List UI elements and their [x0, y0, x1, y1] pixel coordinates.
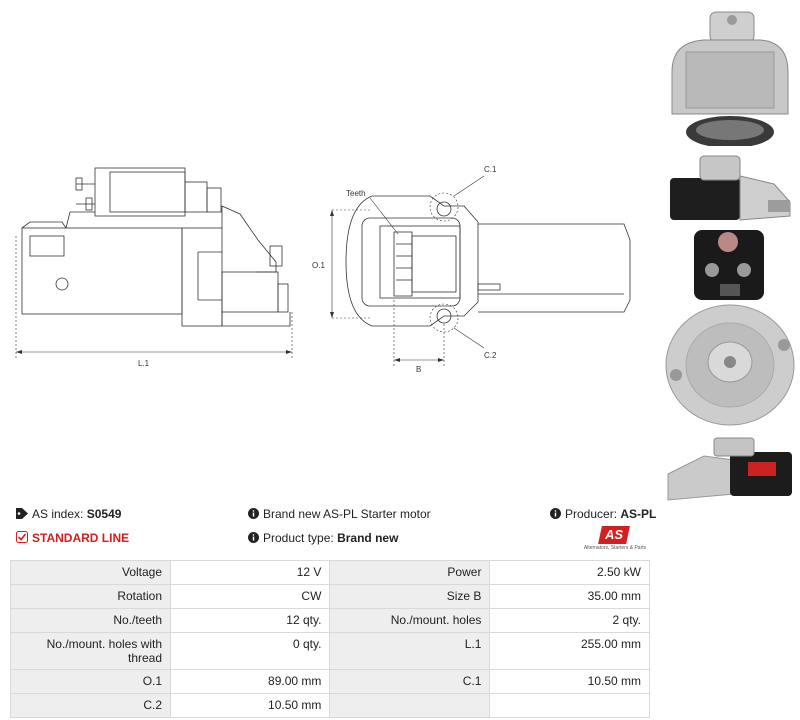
spec-value: 0 qty.	[170, 632, 331, 670]
c2-label: C.2	[484, 351, 497, 360]
info-icon	[550, 508, 561, 522]
spec-value: 255.00 mm	[489, 632, 650, 670]
spec-label: C.1	[329, 669, 491, 694]
technical-drawing: L.1 O.1 Teeth C.1 C.2 B	[15, 165, 631, 374]
spec-value: 12 V	[170, 560, 331, 585]
as-index: AS index: S0549	[16, 507, 121, 522]
spec-value: 10.50 mm	[170, 693, 331, 718]
logo-tagline: Alternators, Starters & Parts	[583, 545, 647, 551]
spec-label: No./mount. holes with thread	[9, 632, 172, 670]
info-icon	[248, 508, 259, 522]
l1-label: L.1	[138, 359, 150, 368]
tag-icon	[16, 508, 28, 522]
photo-angled-view	[667, 437, 792, 501]
spec-label: No./teeth	[9, 608, 172, 633]
checkbox-icon	[16, 531, 28, 546]
photo-rear-view	[665, 304, 795, 426]
teeth-label: Teeth	[346, 189, 366, 198]
photo-side-view	[670, 155, 791, 221]
product-photos	[660, 0, 800, 501]
spec-value: 89.00 mm	[170, 669, 331, 694]
spec-label	[329, 693, 491, 718]
spec-value: 10.50 mm	[489, 669, 650, 694]
spec-label: L.1	[329, 632, 491, 670]
logo-mark: AS	[604, 527, 624, 542]
producer-value: AS-PL	[620, 507, 657, 521]
product-type: Product type: Brand new	[248, 531, 398, 546]
producer: Producer: AS-PL	[550, 507, 656, 522]
spec-value: CW	[170, 584, 331, 609]
spec-value: 12 qty.	[170, 608, 331, 633]
spec-label: Voltage	[9, 560, 172, 585]
description: Brand new AS-PL Starter motor	[248, 507, 431, 522]
spec-value: 2.50 kW	[489, 560, 650, 585]
spec-label: Size B	[329, 584, 491, 609]
as-index-value: S0549	[86, 507, 122, 521]
spec-label: No./mount. holes	[329, 608, 491, 633]
o1-label: O.1	[312, 261, 325, 270]
spec-label: C.2	[9, 693, 172, 718]
as-pl-logo: AS Alternators, Starters & Parts	[580, 526, 650, 554]
spec-label: O.1	[9, 669, 172, 694]
standard-line: STANDARD LINE	[16, 531, 129, 546]
c1-label: C.1	[484, 165, 497, 174]
photo-front-view	[671, 11, 789, 146]
info-icon	[248, 532, 259, 546]
spec-label: Rotation	[9, 584, 172, 609]
photo-terminal-view	[694, 230, 764, 300]
spec-value	[489, 693, 650, 718]
spec-value: 2 qty.	[489, 608, 650, 633]
spec-value: 35.00 mm	[489, 584, 650, 609]
spec-label: Power	[329, 560, 491, 585]
b-label: B	[416, 365, 421, 374]
product-type-value: Brand new	[337, 531, 399, 545]
